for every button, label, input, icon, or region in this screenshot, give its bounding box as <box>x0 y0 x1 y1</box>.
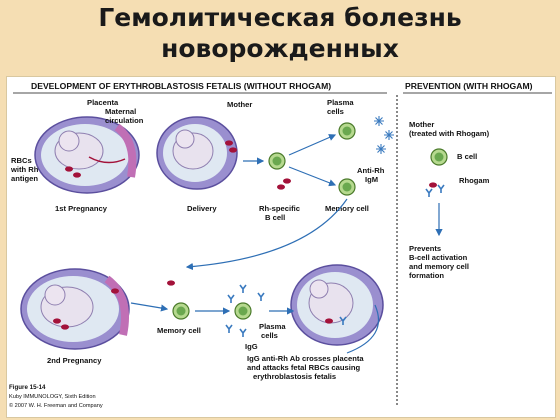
antibody-icon <box>225 324 233 334</box>
prevents-4: formation <box>409 271 444 280</box>
label-antigen: antigen <box>11 174 38 183</box>
figure-panel: DEVELOPMENT OF ERYTHROBLASTOSIS FETALIS … <box>6 76 556 418</box>
label-igm: IgM <box>365 175 378 184</box>
right-header: PREVENTION (WITH RHOGAM) <box>405 81 533 91</box>
igm-icon <box>375 143 387 155</box>
arrow <box>130 302 169 312</box>
label-plasma2: Plasma <box>259 322 286 331</box>
arrow <box>288 134 337 156</box>
plasma-cell-icon <box>338 122 356 140</box>
igg-text-3: erythroblastosis fetalis <box>253 372 336 381</box>
label-rbcs: RBCs <box>11 156 32 165</box>
label-b-cell-prevention: B cell <box>457 152 477 161</box>
uterus-second-pregnancy <box>20 268 130 350</box>
b-cell-icon <box>430 148 448 166</box>
circulation-path <box>346 304 380 354</box>
title-line-2: новорожденных <box>161 34 399 63</box>
rhogam-icon <box>425 188 433 198</box>
caption-figure: Figure 15-14 <box>9 384 46 391</box>
b-cell-icon <box>268 152 286 170</box>
rbc-icon <box>283 178 291 184</box>
title-line-1: Гемолитическая болезнь <box>98 3 462 32</box>
figure-diagram: DEVELOPMENT OF ERYTHROBLASTOSIS FETALIS … <box>9 81 552 409</box>
igm-icon <box>383 129 395 141</box>
uterus-delivery <box>156 116 238 190</box>
label-treated-with-rhogam: (treated with Rhogam) <box>409 129 490 138</box>
rbc-icon <box>111 288 119 294</box>
label-memory-cell-2: Memory cell <box>157 326 201 335</box>
rbc-icon <box>277 184 285 190</box>
label-rh-specific: Rh-specific <box>259 204 300 213</box>
label-circulation: circulation <box>105 116 144 125</box>
antibody-icon <box>227 294 235 304</box>
label-placenta: Placenta <box>87 98 119 107</box>
rbc-icon <box>229 147 237 153</box>
label-anti-rh: Anti-Rh <box>357 166 385 175</box>
antibody-icon <box>239 328 247 338</box>
antibody-icon <box>239 284 247 294</box>
label-maternal: Maternal <box>105 107 136 116</box>
label-second-pregnancy: 2nd Pregnancy <box>47 356 102 365</box>
rbc-icon <box>61 324 69 330</box>
rbc-icon <box>53 318 61 324</box>
rbc-icon <box>167 280 175 286</box>
igg-text-2: and attacks fetal RBCs causing <box>247 363 360 372</box>
prevents-3: and memory cell <box>409 262 469 271</box>
plasma-cell-icon <box>234 302 252 320</box>
igm-icon <box>373 115 385 127</box>
label-plasma-cells: cells <box>327 107 344 116</box>
label-mother: Mother <box>227 100 252 109</box>
label-plasma2-cells: cells <box>261 331 278 340</box>
label-delivery: Delivery <box>187 204 217 213</box>
rbc-icon <box>325 318 333 324</box>
rbc-icon <box>65 166 73 172</box>
igg-text-1: IgG anti-Rh Ab crosses placenta <box>247 354 364 363</box>
memory-cell-icon <box>338 178 356 196</box>
label-igg: IgG <box>245 342 258 351</box>
label-b-cell: B cell <box>265 213 285 222</box>
label-rhogam: Rhogam <box>459 176 490 185</box>
arrow-to-second <box>185 198 348 271</box>
uterus-attacked <box>290 264 384 346</box>
prevents-2: B-cell activation <box>409 253 468 262</box>
label-memory-cell: Memory cell <box>325 204 369 213</box>
label-plasma: Plasma <box>327 98 354 107</box>
arrow <box>288 166 337 187</box>
caption-copyright: © 2007 W. H. Freeman and Company <box>9 402 103 409</box>
label-mother-treated: Mother <box>409 120 434 129</box>
label-first-pregnancy: 1st Pregnancy <box>55 204 108 213</box>
rbc-icon <box>429 182 437 188</box>
rhogam-icon <box>437 184 445 194</box>
antibody-icon <box>257 292 265 302</box>
rbc-icon <box>225 140 233 146</box>
rbc-icon <box>73 172 81 178</box>
caption-book: Kuby IMMUNOLOGY, Sixth Edition <box>9 394 96 400</box>
uterus-first-pregnancy <box>34 116 140 194</box>
left-header: DEVELOPMENT OF ERYTHROBLASTOSIS FETALIS … <box>31 81 331 91</box>
label-with-rh: with Rh <box>10 165 39 174</box>
prevents-1: Prevents <box>409 244 441 253</box>
memory-cell-icon <box>172 302 190 320</box>
